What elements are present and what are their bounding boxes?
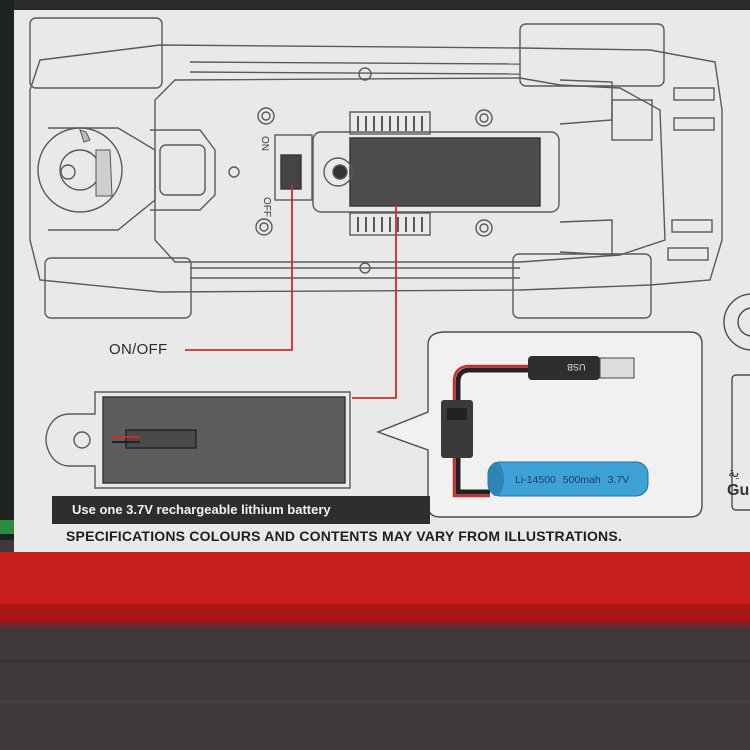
onoff-callout-label: ON/OFF [109, 341, 168, 358]
brand-fragment: Gu [727, 482, 750, 499]
battery-cell-spec: Li-14500 500mah 3.7V [515, 474, 630, 486]
switch-off-label: OFF [261, 197, 272, 217]
usb-plug-label: USB [567, 362, 586, 372]
box-top-edge [14, 0, 750, 10]
charger-callout [376, 331, 703, 518]
rear-gear-teeth [79, 129, 113, 197]
arabic-brand-fragment: ية [728, 464, 740, 480]
right-edge-graphics [723, 293, 750, 511]
switch-on-label: ON [259, 136, 270, 151]
battery-note: Use one 3.7V rechargeable lithium batter… [72, 502, 331, 517]
battery-compartment [45, 391, 351, 489]
chassis-drawing [29, 17, 723, 319]
battery-note-bar [52, 496, 430, 524]
leader-lines [185, 185, 397, 399]
disclaimer-text: SPECIFICATIONS COLOURS AND CONTENTS MAY … [66, 528, 622, 544]
vent-ribs [357, 116, 423, 232]
box-base-shadow [0, 622, 750, 630]
box-red-shadow [0, 604, 750, 626]
